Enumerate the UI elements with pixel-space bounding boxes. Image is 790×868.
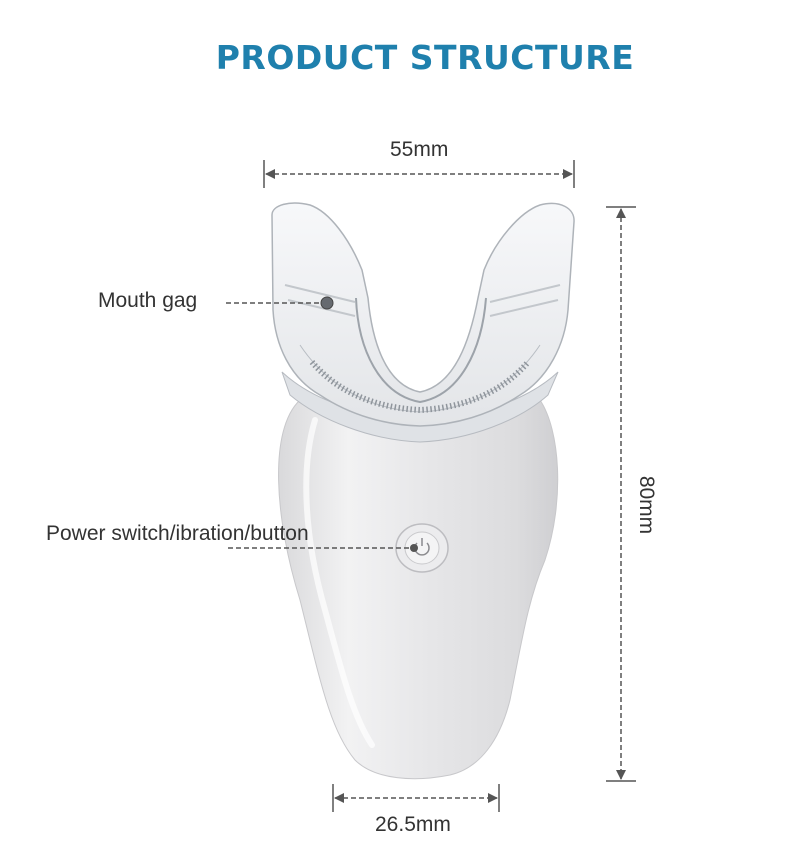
mouth-gag-label: Mouth gag xyxy=(98,289,198,312)
tray-ridges xyxy=(309,360,531,414)
device-handle-highlight xyxy=(303,417,375,748)
dimension-height-label: 80mm xyxy=(635,475,658,535)
tray-inner xyxy=(355,297,487,404)
mouth-gag-hole xyxy=(320,296,334,310)
dimension-width-label: 55mm xyxy=(390,138,449,161)
power-switch-label: Power switch/ibration/button xyxy=(46,522,309,545)
page-title: PRODUCT STRUCTURE xyxy=(215,38,635,77)
dimension-bottom-width-label: 26.5mm xyxy=(375,813,451,836)
mouth-tray xyxy=(271,202,575,427)
